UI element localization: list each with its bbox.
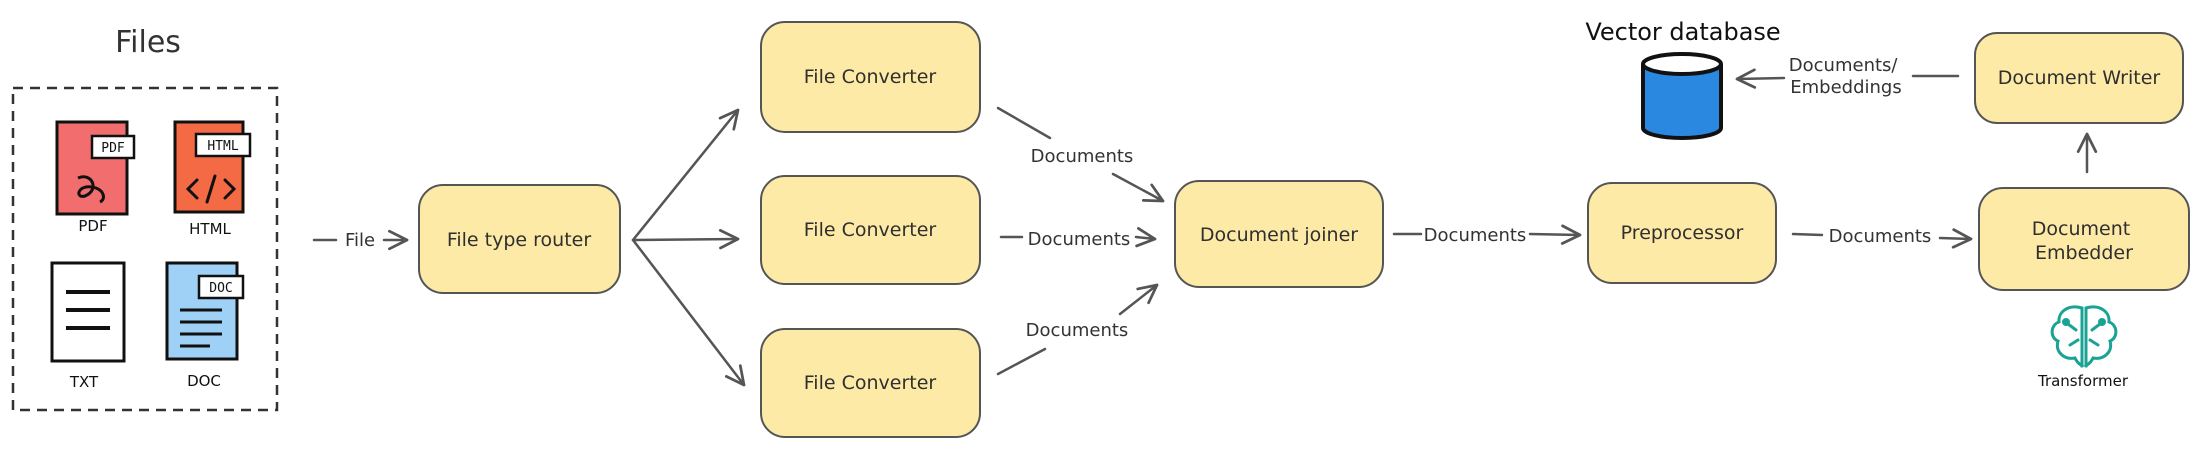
edge-converter3-label: Documents	[1026, 320, 1129, 341]
document-joiner-node: Document joiner	[1174, 180, 1384, 288]
edge-writer-db-label: Documents/ Embeddings	[1789, 55, 1903, 98]
vector-database-title: Vector database	[1585, 18, 1780, 46]
html-tag: HTML	[207, 139, 238, 154]
pdf-tag: PDF	[101, 141, 125, 156]
edge-writer-db-b	[1735, 68, 1786, 89]
preprocessor-node: Preprocessor	[1587, 182, 1777, 284]
file-converter-label-3: File Converter	[804, 372, 937, 394]
edge-joiner-pre-label: Documents	[1424, 225, 1527, 246]
edge-router-converter-3	[631, 238, 746, 387]
doc-tag: DOC	[209, 281, 232, 296]
file-converter-label-1: File Converter	[804, 66, 937, 88]
files-group-box	[11, 86, 279, 412]
files-title: Files	[115, 25, 181, 60]
txt-file-icon	[50, 261, 126, 363]
edge-router-converter-1	[631, 108, 740, 242]
document-embedder-line-2: Embedder	[2035, 242, 2133, 264]
edge-converter2-joiner-b	[1134, 227, 1157, 248]
edge-converter1-joiner-b	[1111, 172, 1165, 203]
edge-pre-embed-a	[1791, 232, 1824, 237]
database-cylinder-icon	[1641, 52, 1723, 140]
file-type-router-label: File type router	[447, 229, 592, 251]
file-converter-label-2: File Converter	[804, 219, 937, 241]
edge-converter3-joiner-b	[1118, 283, 1159, 316]
document-embedder-node: Document Embedder	[1978, 187, 2190, 291]
document-joiner-label: Document joiner	[1200, 224, 1358, 246]
doc-label: DOC	[187, 372, 221, 390]
pdf-file-icon: PDF	[55, 120, 136, 216]
transformer-label: Transformer	[2037, 372, 2129, 390]
file-converter-node-1: File Converter	[760, 21, 981, 133]
edge-converter2-label: Documents	[1028, 229, 1131, 250]
edge-converter3-joiner-a	[996, 347, 1047, 376]
document-writer-label: Document Writer	[1998, 67, 2161, 89]
html-file-icon: HTML	[173, 120, 252, 214]
preprocessor-label: Preprocessor	[1621, 222, 1744, 244]
file-converter-node-3: File Converter	[760, 328, 981, 438]
file-converter-node-2: File Converter	[760, 175, 981, 285]
html-label: HTML	[189, 220, 231, 238]
brain-circuit-icon	[2050, 305, 2118, 368]
edge-pre-embed-label: Documents	[1829, 226, 1932, 247]
pdf-label: PDF	[78, 217, 107, 235]
edge-file-label: File	[345, 230, 375, 251]
edge-writer-db-line-2: Embeddings	[1790, 77, 1901, 98]
doc-file-icon: DOC	[165, 261, 245, 361]
edge-joiner-pre-b	[1528, 224, 1582, 245]
edge-pre-embed-b	[1938, 228, 1973, 249]
edge-converter1-label: Documents	[1031, 146, 1134, 167]
edge-router-converter-2	[631, 228, 740, 250]
edge-writer-db-line-1: Documents/	[1789, 55, 1899, 76]
document-embedder-label: Document Embedder	[2032, 218, 2136, 264]
txt-label: TXT	[69, 373, 99, 391]
document-writer-node: Document Writer	[1974, 32, 2184, 124]
file-type-router-node: File type router	[418, 184, 621, 294]
document-embedder-line-1: Document	[2032, 218, 2130, 240]
edge-converter1-joiner-a	[996, 106, 1052, 140]
